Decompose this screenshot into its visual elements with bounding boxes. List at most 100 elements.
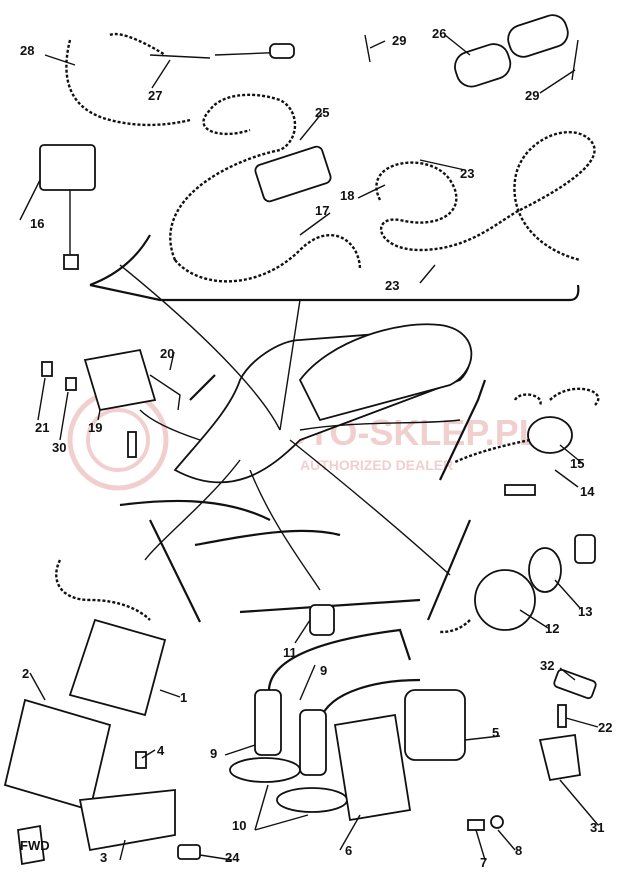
bolt-22: [557, 704, 567, 728]
cdi-unit-1: [68, 618, 167, 717]
wire-27: [149, 51, 291, 59]
callout-4: 4: [157, 743, 165, 758]
callout-23a: 23: [460, 166, 474, 181]
callout-22: 22: [598, 720, 612, 735]
bracket-20: [149, 374, 181, 411]
hv-lead-9b: [318, 678, 421, 721]
ignition-group: [229, 604, 504, 831]
callout-3: 3: [100, 850, 107, 865]
callout-14: 14: [580, 484, 595, 499]
fwd-label: FWD: [20, 838, 50, 853]
main-switch-group: [439, 534, 596, 634]
switch-15: [527, 416, 573, 454]
callout-30: 30: [52, 440, 66, 455]
callout-2: 2: [22, 666, 29, 681]
leader-harness: [279, 299, 301, 431]
wire-loom-17b: [174, 233, 362, 283]
watermark-logo-inner: [86, 408, 150, 472]
callout-28: 28: [20, 43, 34, 58]
wire-28-connector: [109, 32, 166, 56]
bracket-2: [3, 698, 112, 812]
callout-7: 7: [480, 855, 487, 870]
pins-29: [364, 34, 579, 81]
callout-29a: 29: [392, 33, 406, 48]
key-13: [574, 534, 596, 564]
callout-31: 31: [590, 820, 604, 835]
bracket-key: [426, 519, 472, 621]
plug-cap-9b: [299, 709, 327, 776]
callout-16: 16: [30, 216, 44, 231]
leader-top-left: [119, 264, 281, 431]
switch-wires-12: [439, 619, 471, 634]
snowmobile-seat: [298, 323, 473, 422]
clamp-24: [177, 844, 201, 860]
connector-27: [269, 43, 295, 59]
main-switch-12: [474, 569, 536, 631]
snowmobile-body: [119, 264, 473, 591]
bracket-switch: [439, 379, 487, 481]
callout-12: 12: [545, 621, 559, 636]
bracket-rectifier: [189, 374, 216, 401]
switch-nut-13: [528, 547, 562, 593]
cover-10b: [276, 787, 348, 813]
bolt-21: [41, 361, 53, 377]
callout-32: 32: [540, 658, 554, 673]
wire-loom-18: [375, 161, 521, 252]
plug-14: [504, 484, 536, 496]
harness-bracket-line: [89, 283, 580, 302]
callout-17: 17: [315, 203, 329, 218]
callout-5: 5: [492, 725, 499, 740]
junction-box-25: [254, 145, 332, 203]
callout-1: 1: [180, 690, 187, 705]
callout-13: 13: [578, 604, 592, 619]
wire-28: [65, 39, 191, 127]
plug-cap-9a: [254, 689, 282, 756]
cover-10a: [229, 757, 301, 783]
stop-switch-group: [454, 387, 600, 496]
switch-wires-15: [454, 438, 531, 464]
leader-lines: [19, 34, 599, 861]
harness-bracket-left: [89, 234, 151, 287]
coil-6: [333, 713, 412, 822]
fwd-arrow-icon: [17, 824, 45, 866]
cdi-wires: [55, 559, 151, 621]
callout-27: 27: [148, 88, 162, 103]
callout-18: 18: [340, 188, 354, 203]
harness-section: [39, 14, 596, 302]
callout-6: 6: [345, 843, 352, 858]
washer-8: [490, 815, 504, 829]
leader-key: [289, 439, 451, 576]
bracket-3: [78, 789, 176, 852]
callout-9a: 9: [210, 746, 217, 761]
rectifier-19: [83, 348, 157, 412]
callout-8: 8: [515, 843, 522, 858]
leader-rectifier: [139, 409, 201, 441]
switch-loop-14: [513, 393, 542, 406]
clamp-11: [309, 604, 335, 636]
switch-loop-15: [549, 387, 600, 406]
callout-25: 25: [315, 105, 329, 120]
callout-26: 26: [432, 26, 446, 41]
watermark-tagline: AUTHORIZED DEALER: [300, 457, 453, 473]
callout-24: 24: [225, 850, 240, 865]
leader-switch: [299, 419, 461, 431]
bracket-32: [553, 668, 597, 700]
coil-5: [404, 689, 466, 761]
bracket-31: [538, 733, 582, 782]
cdi-group: FWD: [3, 559, 201, 866]
callout-20: 20: [160, 346, 174, 361]
callout-11: 11: [283, 645, 297, 660]
relay-16: [39, 144, 96, 191]
callout-21: 21: [35, 420, 49, 435]
callout-15: 15: [570, 456, 584, 471]
rectifier-group: [41, 348, 181, 458]
wire-loom-23: [513, 130, 596, 262]
callout-10: 10: [232, 818, 246, 833]
spark-plug-lead: [127, 431, 137, 458]
bolt-7: [467, 819, 485, 831]
leader-ignition: [249, 469, 321, 591]
callout-29b: 29: [525, 88, 539, 103]
small-parts-group: [538, 668, 597, 782]
ski-right: [194, 529, 341, 547]
